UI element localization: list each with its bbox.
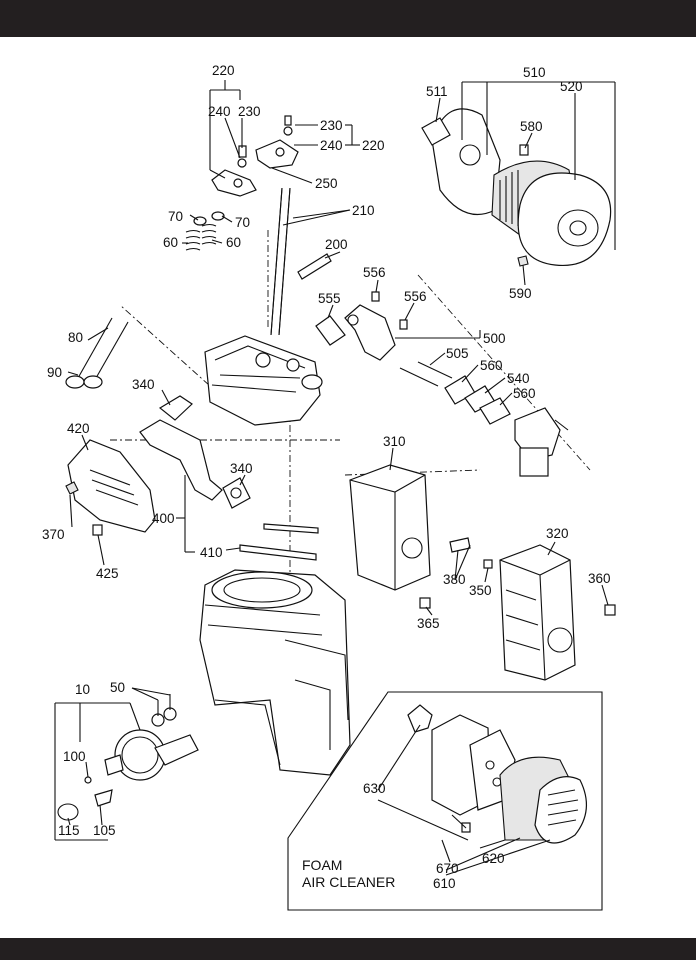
cylinder-head [204,335,323,426]
label-370: 370 [42,527,65,542]
label-340: 340 [230,461,253,476]
camshaft [57,694,199,821]
label-540: 540 [507,371,530,386]
label-100: 100 [63,749,86,764]
air-cleaner [421,108,612,267]
label-510: 510 [523,65,546,80]
label-425: 425 [96,566,119,581]
label-250: 250 [315,176,338,191]
label-410: 410 [200,545,223,560]
label-105: 105 [93,823,116,838]
top-band [0,0,696,37]
label-240: 240 [320,138,343,153]
inset-title-line1: FOAM [302,857,343,873]
label-610: 610 [433,876,456,891]
label-420: 420 [67,421,90,436]
inset-title: FOAM AIR CLEANER [302,857,395,891]
stud-410 [239,523,319,561]
label-60: 60 [163,235,178,250]
exhaust-manifold [139,395,251,509]
label-380: 380 [443,572,466,587]
label-520: 520 [560,79,583,94]
label-220: 220 [362,138,385,153]
label-620: 620 [482,851,505,866]
muffler [349,464,616,681]
label-580: 580 [520,119,543,134]
label-360: 360 [588,571,611,586]
label-350: 350 [469,583,492,598]
label-365: 365 [417,616,440,631]
label-340: 340 [132,377,155,392]
label-560: 560 [480,358,503,373]
label-630: 630 [363,781,386,796]
label-555: 555 [318,291,341,306]
label-230: 230 [238,104,261,119]
engine-block [199,569,351,776]
label-70: 70 [168,209,183,224]
label-556: 556 [363,265,386,280]
label-230: 230 [320,118,343,133]
foam-air-cleaner-inset [287,691,603,911]
label-50: 50 [110,680,125,695]
label-220: 220 [212,63,235,78]
label-670: 670 [436,861,459,876]
inset-title-line2: AIR CLEANER [302,874,396,890]
label-210: 210 [352,203,375,218]
label-310: 310 [383,434,406,449]
valves [65,317,129,389]
intake-and-carburetor [315,291,569,477]
label-556: 556 [404,289,427,304]
label-10: 10 [75,682,90,697]
alignment-lines [110,230,591,720]
label-511: 511 [426,84,448,99]
label-200: 200 [325,237,348,252]
label-240: 240 [208,104,231,119]
label-70: 70 [235,215,250,230]
label-90: 90 [47,365,62,380]
leader-lines [54,80,616,876]
heat-shield [65,439,156,536]
label-320: 320 [546,526,569,541]
label-500: 500 [483,331,506,346]
label-60: 60 [226,235,241,250]
label-560: 560 [513,386,536,401]
part-labels: 220 240 230 230 240 220 250 210 70 70 60… [42,63,611,891]
label-115: 115 [58,823,80,838]
valve-train [185,115,332,336]
label-505: 505 [446,346,469,361]
label-400: 400 [152,511,175,526]
label-590: 590 [509,286,532,301]
label-80: 80 [68,330,83,345]
bottom-band [0,938,696,960]
